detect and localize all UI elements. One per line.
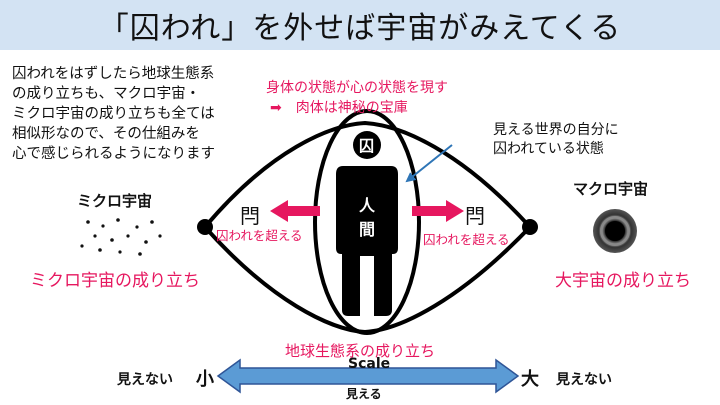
left-note: 囚われをはずしたら地球生態系 の成り立ちも、マクロ宇宙・ ミクロ宇宙の成り立ちも…: [12, 64, 215, 164]
right-note-line: 見える世界の自分に: [493, 122, 619, 138]
right-note: 見える世界の自分に 囚われている状態: [493, 121, 619, 159]
left-note-line: の成り立ちも、マクロ宇宙・: [12, 86, 201, 102]
right-pink-arrow: [412, 200, 464, 222]
eye-upper-curve: [203, 120, 532, 229]
macro-cosmos-icon: [593, 209, 637, 253]
gate-character-left: 閂: [240, 204, 260, 228]
body-character-2: 間: [359, 220, 376, 239]
left-pink-arrow: [270, 200, 320, 222]
micro-cosmos-label: ミクロ宇宙: [77, 192, 153, 210]
beyond-label-left: 囚われを超える: [216, 228, 303, 243]
eye-right-node: [522, 219, 538, 235]
pointer-arrow: [405, 144, 453, 183]
macro-origin-label: 大宇宙の成り立ち: [555, 271, 691, 291]
left-note-line: 相似形なので、その仕組みを: [12, 126, 200, 142]
eye-left-node: [197, 219, 213, 235]
human-silhouette: [336, 131, 398, 316]
left-note-line: 心で感じられるようになります: [12, 146, 215, 162]
scale-double-arrow: [216, 358, 520, 394]
left-note-line: ミクロ宇宙の成り立ちも全ては: [12, 106, 215, 122]
left-note-line: 囚われをはずしたら地球生態系: [12, 66, 215, 82]
visible-label: 見える: [346, 387, 382, 401]
gate-character-right: 閂: [465, 204, 485, 228]
right-note-line: 囚われている状態: [493, 141, 604, 157]
scale-large-label: 大: [521, 369, 539, 390]
scale-small-label: 小: [196, 369, 214, 390]
body-mind-line: ➡ 肉体は神秘の宝庫: [270, 100, 408, 116]
title-bar: 「囚われ」を外せば宇宙がみえてくる: [0, 0, 720, 50]
body-mind-note: 身体の状態が心の状態を現す ➡ 肉体は神秘の宝庫: [266, 78, 448, 118]
macro-cosmos-label: マクロ宇宙: [573, 180, 649, 198]
micro-origin-label: ミクロ宇宙の成り立ち: [30, 271, 200, 291]
micro-cosmos-dots: [80, 218, 162, 256]
body-character-1: 人: [359, 196, 376, 215]
inner-oval: [313, 109, 421, 335]
invisible-label-right: 見えない: [556, 372, 612, 388]
invisible-label-left: 見えない: [117, 372, 173, 388]
earth-ecosystem-label: 地球生態系の成り立ち: [285, 342, 436, 360]
beyond-label-right: 囚われを超える: [423, 232, 510, 247]
body-mind-line: 身体の状態が心の状態を現す: [266, 80, 448, 96]
scale-label: Scale: [348, 356, 391, 372]
head-character: 囚: [359, 137, 375, 155]
slide-title: 「囚われ」を外せば宇宙がみえてくる: [98, 11, 622, 46]
